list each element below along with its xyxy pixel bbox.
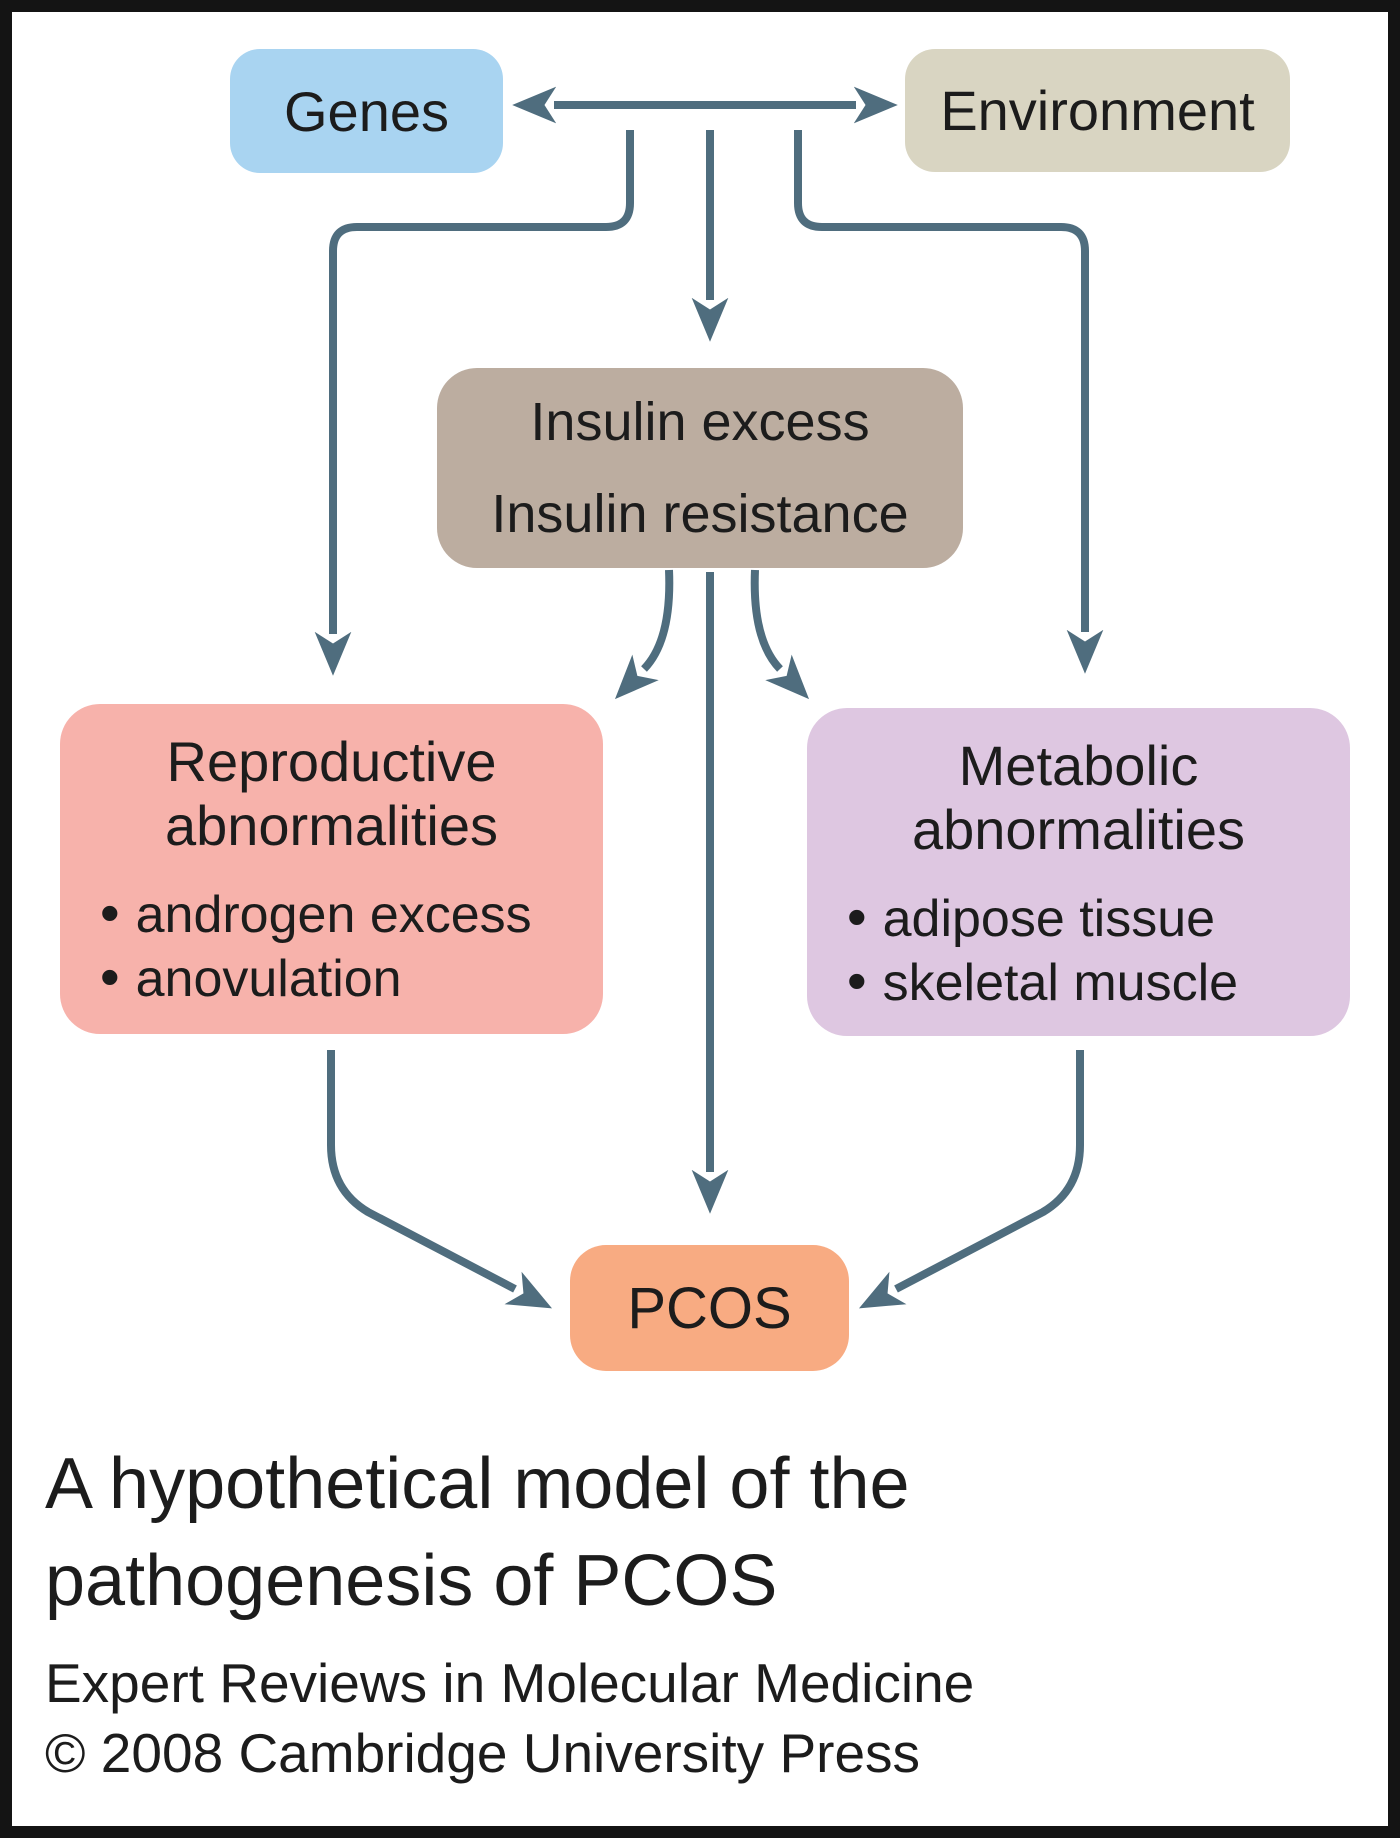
connector-insulin-to-metabolic <box>750 569 810 700</box>
caption-title: A hypothetical model of the pathogenesis… <box>45 1436 974 1630</box>
node-metabolic: Metabolic abnormalities • adipose tissue… <box>807 708 1350 1036</box>
node-environment: Environment <box>905 49 1290 172</box>
caption-credit-line1: Expert Reviews in Molecular Medicine <box>45 1652 975 1714</box>
list-item: • adipose tissue <box>847 886 1350 950</box>
list-item: • androgen excess <box>100 882 603 946</box>
node-metabolic-bullet-1: adipose tissue <box>882 890 1216 948</box>
node-pcos-label: PCOS <box>627 1275 792 1341</box>
node-reproductive-bullets: • androgen excess • anovulation <box>60 882 603 1010</box>
node-reproductive-bullet-2: anovulation <box>135 950 402 1008</box>
bullet-icon: • <box>100 881 120 944</box>
node-reproductive-title: Reproductive abnormalities <box>60 730 603 858</box>
bullet-icon: • <box>847 885 867 948</box>
list-item: • skeletal muscle <box>847 950 1350 1014</box>
node-insulin-line1: Insulin excess <box>530 392 870 452</box>
node-genes: Genes <box>230 49 503 173</box>
node-metabolic-title: Metabolic abnormalities <box>807 734 1350 862</box>
bullet-icon: • <box>847 949 867 1012</box>
node-insulin-line2: Insulin resistance <box>491 484 909 544</box>
caption-credits: Expert Reviews in Molecular Medicine © 2… <box>45 1648 974 1788</box>
caption-title-line2: pathogenesis of PCOS <box>45 1541 778 1621</box>
caption-title-line1: A hypothetical model of the <box>45 1444 910 1524</box>
node-reproductive-title-line2: abnormalities <box>164 794 499 857</box>
node-reproductive-bullet-1: androgen excess <box>135 886 532 944</box>
caption-credit-line2: © 2008 Cambridge University Press <box>45 1722 921 1784</box>
bullet-icon: • <box>100 945 120 1008</box>
node-metabolic-bullet-2: skeletal muscle <box>882 954 1239 1012</box>
node-genes-label: Genes <box>284 79 449 143</box>
node-environment-label: Environment <box>940 79 1255 142</box>
node-insulin: Insulin excess Insulin resistance <box>437 368 963 568</box>
node-pcos: PCOS <box>570 1245 849 1371</box>
node-metabolic-title-line1: Metabolic <box>958 734 1199 797</box>
connector-reproductive-to-pcos <box>327 1050 553 1309</box>
connector-insulin-to-reproductive <box>614 569 674 700</box>
node-reproductive-title-line1: Reproductive <box>166 730 497 793</box>
list-item: • anovulation <box>100 946 603 1010</box>
figure-caption: A hypothetical model of the pathogenesis… <box>45 1436 974 1788</box>
node-metabolic-title-line2: abnormalities <box>911 798 1246 861</box>
node-reproductive: Reproductive abnormalities • androgen ex… <box>60 704 603 1034</box>
connector-metabolic-to-pcos <box>858 1050 1084 1309</box>
node-metabolic-bullets: • adipose tissue • skeletal muscle <box>807 886 1350 1014</box>
